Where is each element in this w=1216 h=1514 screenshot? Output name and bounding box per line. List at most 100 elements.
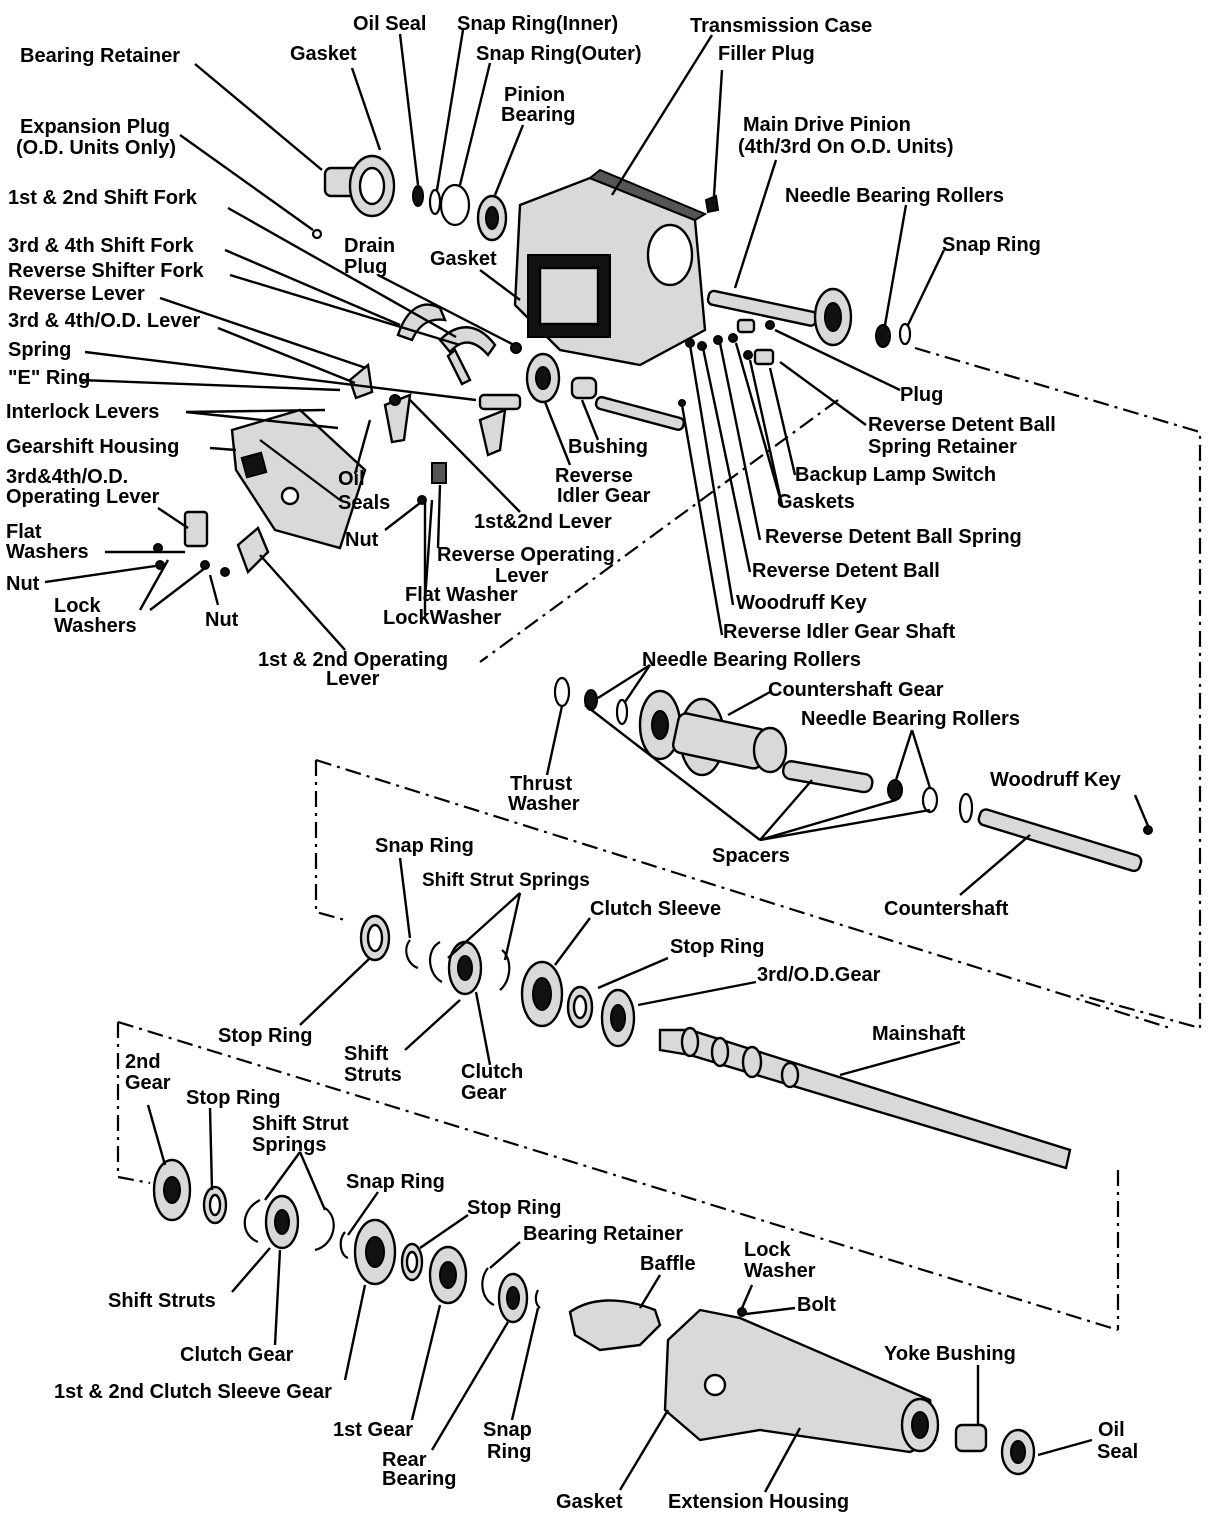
label-drain-plug-2: Plug: [344, 256, 387, 278]
label-od-lever: 3rd & 4th/O.D. Lever: [8, 310, 200, 332]
shift-strut-springs-mid-part: [429, 941, 511, 991]
label-gaskets: Gaskets: [777, 491, 855, 513]
needle-rollers-right-part: [781, 760, 974, 824]
pinion-bearing-part: [476, 194, 508, 242]
filler-plug-part: [704, 194, 720, 214]
leader-lines: [44, 29, 1150, 1493]
label-snap-ring-outer: Snap Ring(Outer): [476, 43, 642, 65]
label-clutch-sleeve: Clutch Sleeve: [590, 898, 721, 920]
stop-ring-right-part: [566, 985, 594, 1029]
needle-rollers-mid-part: [584, 689, 629, 726]
label-rev-detent-retainer-2: Spring Retainer: [868, 436, 1017, 458]
label-expansion-plug-1: Expansion Plug: [20, 116, 170, 138]
label-lock-washers-2: Washers: [54, 615, 137, 637]
clutch-gear-mid-part: [447, 940, 483, 996]
label-woodruff-key-top: Woodruff Key: [736, 592, 868, 614]
label-oil-seals-2: Seals: [338, 492, 390, 514]
label-pinion-bearing-2: Bearing: [501, 104, 575, 126]
centerline-guides: [116, 346, 1202, 1332]
label-lock-washer-low-2: Washer: [744, 1260, 816, 1282]
label-gearshift-housing: Gearshift Housing: [6, 436, 179, 458]
label-oil-seals-1: Oil: [338, 468, 365, 490]
label-needle-bearing-rollers-right: Needle Bearing Rollers: [801, 708, 1020, 730]
label-snap-ring-right: Snap Ring: [942, 234, 1041, 256]
label-gasket-case: Gasket: [430, 248, 497, 270]
label-backup-lamp-switch: Backup Lamp Switch: [795, 464, 996, 486]
label-shift-struts-mid-2: Struts: [344, 1064, 402, 1086]
label-shift-fork-3-4: 3rd & 4th Shift Fork: [8, 235, 194, 257]
reverse-idler-gear-part: [525, 352, 561, 404]
label-clutch-sleeve-gear-1-2: 1st & 2nd Clutch Sleeve Gear: [54, 1381, 332, 1403]
label-oil-seal-low-1: Oil: [1098, 1419, 1125, 1441]
label-rev-detent-ball: Reverse Detent Ball: [752, 560, 940, 582]
label-thrust-washer-1: Thrust: [510, 773, 573, 795]
bushing-part: [570, 376, 598, 400]
shift-strut-springs-low-part: [243, 1199, 335, 1252]
label-snap-ring-mid: Snap Ring: [375, 835, 474, 857]
label-main-drive-pinion-1: Main Drive Pinion: [743, 114, 911, 136]
label-gasket-top: Gasket: [290, 43, 357, 65]
label-lever-1-2: 1st&2nd Lever: [474, 511, 612, 533]
label-operating-lever-1-2-2: Lever: [326, 668, 380, 690]
oil-seal-top-part: [412, 185, 424, 207]
label-lock-washer-low-1: Lock: [744, 1239, 792, 1261]
label-stop-ring-right: Stop Ring: [670, 936, 764, 958]
label-lock-washers-1: Lock: [54, 595, 102, 617]
stop-ring-low2-part: [400, 1242, 424, 1282]
label-reverse-lever: Reverse Lever: [8, 283, 145, 305]
second-gear-part: [152, 1158, 192, 1222]
label-second-gear-2: Gear: [125, 1072, 171, 1094]
label-snap-ring-low: Snap Ring: [346, 1171, 445, 1193]
shift-forks-part: [348, 303, 522, 484]
label-rev-detent-ball-spring: Reverse Detent Ball Spring: [765, 526, 1022, 548]
label-countershaft: Countershaft: [884, 898, 1009, 920]
stop-ring-low-part: [202, 1185, 228, 1225]
label-clutch-gear-low: Clutch Gear: [180, 1344, 294, 1366]
label-shift-struts-low: Shift Struts: [108, 1290, 216, 1312]
oil-seal-low-part: [1000, 1428, 1036, 1476]
label-clutch-gear-mid-1: Clutch: [461, 1061, 523, 1083]
clutch-sleeve-gear-part: [353, 1218, 397, 1286]
label-drain-plug-1: Drain: [344, 235, 395, 257]
label-bushing: Bushing: [568, 436, 648, 458]
label-woodruff-key-right: Woodruff Key: [990, 769, 1122, 791]
label-bolt: Bolt: [797, 1294, 836, 1316]
label-od-operating-lever-2: Operating Lever: [6, 486, 160, 508]
label-extension-housing: Extension Housing: [668, 1491, 849, 1513]
snap-ring-mid-part: [405, 939, 419, 970]
label-reverse-shifter-fork: Reverse Shifter Fork: [8, 260, 205, 282]
label-shift-strut-springs-low-1: Shift Strut: [252, 1113, 349, 1135]
label-rev-idler-gear-shaft: Reverse Idler Gear Shaft: [723, 621, 956, 643]
label-od-operating-lever-1: 3rd&4th/O.D.: [6, 466, 128, 488]
label-first-gear: 1st Gear: [333, 1419, 413, 1441]
label-nut-mid: Nut: [345, 529, 379, 551]
label-expansion-plug-2: (O.D. Units Only): [16, 137, 176, 159]
thrust-washer-part: [553, 676, 571, 708]
label-stop-ring-low: Stop Ring: [186, 1087, 280, 1109]
label-yoke-bushing: Yoke Bushing: [884, 1343, 1016, 1365]
labels: Oil Seal Snap Ring(Inner) Transmission C…: [6, 13, 1138, 1513]
needle-rollers-snap-ring-right-part: [875, 322, 912, 348]
snap-ring-bottom-part: [534, 1289, 541, 1309]
label-rev-operating-lever-2: Lever: [495, 565, 549, 587]
countershaft-part: [977, 808, 1153, 873]
bearing-retainer-top-part: [323, 154, 396, 218]
label-thrust-washer-2: Washer: [508, 793, 580, 815]
bearing-retainer-low-part: [481, 1267, 495, 1307]
reverse-idler-shaft-part: [594, 395, 686, 431]
label-reverse-idler-gear-1: Reverse: [555, 465, 633, 487]
label-rear-bearing-1: Rear: [382, 1449, 427, 1471]
case-hardware-part: [678, 318, 775, 407]
label-oil-seal-top: Oil Seal: [353, 13, 426, 35]
transmission-case-part: [513, 168, 708, 367]
label-third-od-gear: 3rd/O.D.Gear: [757, 964, 881, 986]
label-e-ring: "E" Ring: [8, 367, 90, 389]
label-shift-strut-springs-mid: Shift Strut Springs: [422, 870, 590, 891]
label-pinion-bearing-1: Pinion: [504, 84, 565, 106]
label-mainshaft: Mainshaft: [872, 1023, 966, 1045]
label-main-drive-pinion-2: (4th/3rd On O.D. Units): [738, 136, 954, 158]
label-shift-struts-mid-1: Shift: [344, 1043, 389, 1065]
label-flat-washers-2: Washers: [6, 541, 89, 563]
rear-bearing-part: [497, 1272, 529, 1324]
label-shift-strut-springs-low-2: Springs: [252, 1134, 326, 1156]
